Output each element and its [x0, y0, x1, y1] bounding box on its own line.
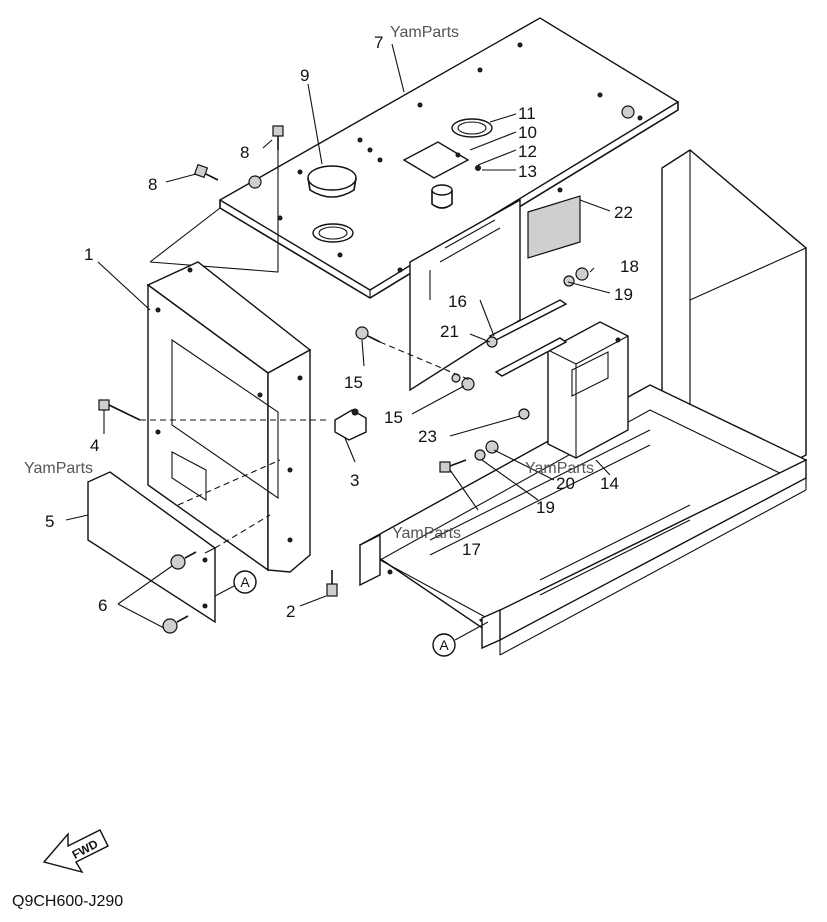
fuel-cap — [307, 165, 357, 243]
bolt-4 — [98, 399, 141, 421]
bolt-15a — [355, 326, 471, 381]
screw-6a — [170, 551, 197, 570]
callout-14: 14 — [600, 474, 619, 493]
label-plate — [527, 195, 581, 259]
callout-18: 18 — [620, 257, 639, 276]
nut-18 — [563, 267, 589, 287]
rail-bracket-16 — [488, 299, 568, 377]
reference-mark-a-left: A — [214, 570, 257, 597]
bolt-2 — [326, 570, 338, 597]
callout-12: 12 — [518, 142, 537, 161]
rear-inner-panel — [409, 198, 521, 392]
callout-9: 9 — [300, 66, 309, 85]
callout-1: 1 — [84, 245, 93, 264]
bracket-3 — [334, 408, 367, 441]
callout-17: 17 — [462, 540, 481, 559]
callout-5: 5 — [45, 512, 54, 531]
callout-4: 4 — [90, 436, 99, 455]
callout-2: 2 — [286, 602, 295, 621]
watermark-middle: YamParts — [525, 460, 594, 477]
bolt-17 — [439, 459, 467, 473]
leader-lines — [65, 43, 611, 629]
callout-21: 21 — [440, 322, 459, 341]
callout-20: 20 — [556, 474, 575, 493]
callout-13: 13 — [518, 162, 537, 181]
watermark-top: YamParts — [390, 24, 459, 41]
svg-text:A: A — [240, 574, 250, 590]
callout-3: 3 — [350, 471, 359, 490]
callout-8a: 8 — [240, 143, 249, 162]
washer-19-20 — [474, 440, 499, 461]
base-frame — [358, 149, 808, 656]
callout-22: 22 — [614, 203, 633, 222]
inspection-cover — [402, 118, 493, 209]
bolt-8b — [193, 163, 219, 181]
svg-text:A: A — [439, 637, 449, 653]
screw-6b — [162, 615, 189, 634]
mounting-bolts — [451, 336, 530, 420]
bolt-8a — [272, 125, 284, 150]
callout-19b: 19 — [536, 498, 555, 517]
callout-11: 11 — [518, 104, 536, 123]
callout-10: 10 — [518, 123, 537, 142]
watermark-left: YamParts — [24, 460, 93, 477]
lower-front-plate — [87, 471, 216, 624]
watermarks: YamParts YamParts YamParts YamParts — [24, 24, 594, 542]
forward-direction-arrow: FWD — [42, 829, 109, 874]
reference-mark-a-right: A — [432, 621, 489, 657]
callout-6: 6 — [98, 596, 107, 615]
callout-19a: 19 — [614, 285, 633, 304]
callout-7: 7 — [374, 33, 383, 52]
control-box — [547, 321, 629, 459]
callout-23: 23 — [418, 427, 437, 446]
callout-8b: 8 — [148, 175, 157, 194]
watermark-bottom: YamParts — [392, 525, 461, 542]
callout-16: 16 — [448, 292, 467, 311]
callout-15b: 15 — [384, 408, 403, 427]
front-frame-panel — [146, 261, 312, 573]
callout-15a: 15 — [344, 373, 363, 392]
diagram-code: Q9CH600-J290 — [12, 893, 123, 910]
callout-labels: 1 2 3 4 5 6 7 8 8 9 10 11 12 13 14 15 15… — [45, 33, 639, 621]
